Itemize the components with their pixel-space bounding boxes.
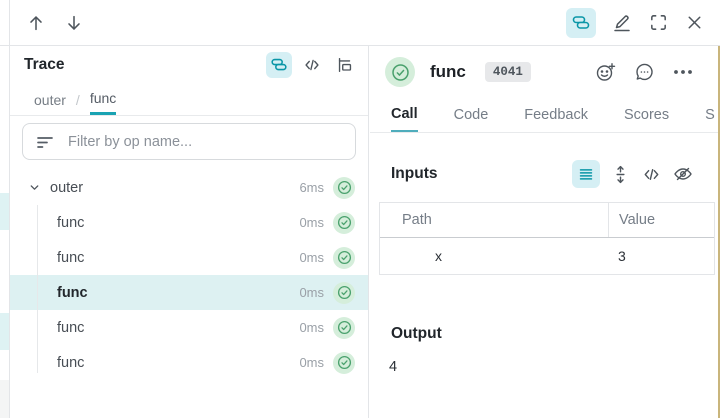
trace-title: Trace (24, 56, 65, 73)
tree-row-func-selected[interactable]: func 0ms (10, 275, 368, 310)
success-status-icon (333, 176, 355, 199)
tab-code[interactable]: Code (453, 107, 489, 123)
input-value-cell: 3 (618, 248, 626, 264)
tree-row-func[interactable]: func 0ms (10, 345, 368, 380)
trace-view-switcher (266, 52, 358, 78)
op-name: func (57, 319, 85, 336)
success-status-icon (333, 351, 355, 374)
op-name: func (57, 249, 85, 266)
background-page-sliver (0, 0, 10, 418)
op-name: func (57, 214, 85, 231)
table-row[interactable]: x 3 (380, 238, 714, 274)
breadcrumb-separator: / (75, 91, 80, 108)
call-id-badge: 4041 (484, 62, 531, 82)
background-footer-fragment (0, 380, 9, 418)
overflow-menu-icon[interactable] (672, 61, 694, 83)
trace-breadcrumb: outer / func (10, 84, 368, 116)
edit-pencil-icon[interactable] (611, 12, 633, 34)
close-icon[interactable] (684, 12, 705, 33)
output-heading: Output (391, 325, 442, 342)
page-right-edge (718, 46, 720, 418)
stack-view-icon[interactable] (266, 52, 292, 78)
success-status-icon (385, 57, 415, 87)
background-row-highlight (0, 193, 9, 230)
list-view-icon[interactable] (572, 160, 600, 188)
tree-row-func[interactable]: func 0ms (10, 310, 368, 345)
duration: 6ms (299, 180, 324, 195)
fullscreen-icon[interactable] (648, 12, 669, 33)
column-header-path[interactable]: Path (402, 212, 432, 228)
call-nav (26, 13, 84, 33)
tree-indent-guide (37, 205, 38, 373)
op-name: func (57, 354, 85, 371)
call-title: func (430, 62, 466, 81)
duration: 0ms (299, 355, 324, 370)
top-toolbar (0, 0, 720, 46)
chevron-down-icon[interactable] (28, 181, 41, 194)
op-filter-input[interactable] (68, 133, 343, 150)
inputs-view-switcher (572, 160, 694, 188)
inputs-table: Path Value x 3 (379, 202, 715, 275)
tab-call[interactable]: Call (391, 98, 418, 132)
arrow-down-icon[interactable] (64, 13, 84, 33)
tree-row-outer[interactable]: outer 6ms (10, 170, 368, 205)
code-view-icon[interactable] (299, 52, 325, 78)
drawer-actions (566, 7, 705, 38)
tree-row-func[interactable]: func 0ms (10, 240, 368, 275)
success-status-icon (333, 316, 355, 339)
column-header-value[interactable]: Value (608, 203, 714, 237)
success-status-icon (333, 246, 355, 269)
call-detail-panel: func 4041 Call Code Feedback Scores S (370, 46, 720, 418)
op-filter (22, 123, 356, 160)
stack-view-icon[interactable] (566, 7, 596, 38)
duration: 0ms (299, 285, 324, 300)
add-reaction-icon[interactable] (594, 61, 617, 84)
success-status-icon (333, 281, 355, 304)
breadcrumb-item-func[interactable]: func (89, 84, 117, 115)
filter-lines-icon (35, 132, 55, 152)
op-name: func (57, 284, 88, 301)
duration: 0ms (299, 250, 324, 265)
input-path-cell: x (435, 248, 442, 264)
inputs-section-header: Inputs (370, 152, 720, 196)
output-value: 4 (389, 359, 398, 375)
call-header-actions (594, 61, 694, 84)
duration: 0ms (299, 320, 324, 335)
trace-panel-header: Trace (10, 46, 368, 84)
background-row-highlight (0, 313, 9, 350)
tab-summary-clipped[interactable]: S (705, 107, 715, 123)
call-tree: outer 6ms func 0ms func 0ms func 0ms (10, 170, 368, 380)
breadcrumb-item-outer[interactable]: outer (34, 91, 66, 108)
call-header: func 4041 (370, 46, 720, 98)
inputs-heading: Inputs (391, 165, 438, 182)
op-name: outer (50, 179, 84, 196)
flame-view-icon[interactable] (332, 52, 358, 78)
hide-empty-eye-off-icon[interactable] (672, 163, 694, 185)
code-view-icon[interactable] (641, 164, 662, 185)
success-status-icon (333, 211, 355, 234)
trace-panel: Trace outer / func (10, 46, 369, 418)
duration: 0ms (299, 215, 324, 230)
detail-tabs: Call Code Feedback Scores S (370, 98, 720, 133)
tab-scores[interactable]: Scores (623, 107, 670, 123)
tab-feedback[interactable]: Feedback (524, 107, 588, 123)
expand-vertical-icon[interactable] (610, 164, 631, 185)
arrow-up-icon[interactable] (26, 13, 46, 33)
inputs-table-header: Path Value (380, 203, 714, 238)
comment-icon[interactable] (633, 61, 656, 84)
tree-row-func[interactable]: func 0ms (10, 205, 368, 240)
